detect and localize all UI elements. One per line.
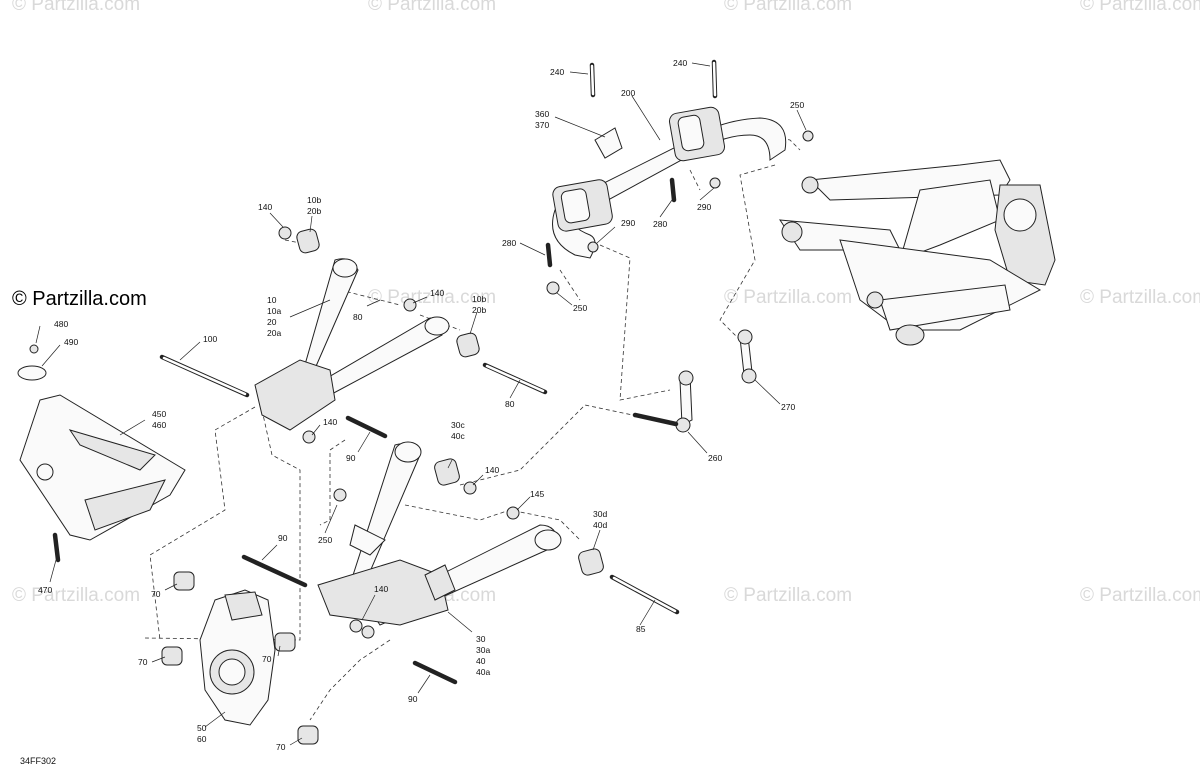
callout-250: 250 [573,303,587,313]
callout-20b: 20b [307,206,321,216]
watermark: © Partzilla.com [724,585,852,606]
callout-140: 140 [374,584,388,594]
callout-100: 100 [203,334,217,344]
callout-40c: 40c [451,431,465,441]
skid-plate [17,344,186,563]
lower-a-arm [241,415,680,685]
callout-30c: 30c [451,420,465,430]
callout-20a: 20a [267,328,281,338]
callout-80: 80 [505,399,515,409]
callout-260: 260 [708,453,722,463]
callout-80: 80 [353,312,363,322]
watermark: © Partzilla.com [724,287,852,308]
callout-30a: 30a [476,645,490,655]
callout-70: 70 [276,742,286,752]
callout-470: 470 [38,585,52,595]
callout-70: 70 [151,589,161,599]
callout-85: 85 [636,624,646,634]
watermark: © Partzilla.com [368,287,496,308]
callout-290: 290 [621,218,635,228]
callout-140: 140 [323,417,337,427]
callout-40d: 40d [593,520,607,530]
callout-490: 490 [64,337,78,347]
watermark: © Partzilla.com [1080,0,1200,15]
callout-480: 480 [54,319,68,329]
sway-bar-assembly [545,59,814,295]
assembly-guide-lines [144,129,801,721]
callouts: 240 240 200 250 360 370 280 290 280 290 … [38,58,804,752]
watermark: © Partzilla.com [724,0,852,15]
callout-250: 250 [790,100,804,110]
callout-250: 250 [318,535,332,545]
callout-290: 290 [697,202,711,212]
callout-10b: 10b [307,195,321,205]
callout-240: 240 [673,58,687,68]
callout-240: 240 [550,67,564,77]
callout-140: 140 [258,202,272,212]
leader-lines [35,62,807,746]
callout-450: 450 [152,409,166,419]
callout-70: 70 [138,657,148,667]
callout-280: 280 [653,219,667,229]
callout-30d: 30d [593,509,607,519]
callout-50: 50 [197,723,207,733]
diagram-code: 34FF302 [20,756,56,766]
sway-bar-links [632,329,757,433]
watermark: © Partzilla.com [1080,287,1200,308]
callout-90: 90 [408,694,418,704]
callout-90: 90 [278,533,288,543]
callout-90: 90 [346,453,356,463]
callout-270: 270 [781,402,795,412]
callout-140: 140 [430,288,444,298]
callout-10: 10 [267,295,277,305]
callout-20: 20 [267,317,277,327]
callout-280: 280 [502,238,516,248]
watermark: © Partzilla.com [1080,585,1200,606]
callout-60: 60 [197,734,207,744]
suspension-assembly-right [779,159,1056,346]
callout-20b: 20b [472,305,486,315]
copyright-notice: © Partzilla.com [12,288,147,310]
callout-370: 370 [535,120,549,130]
callout-40a: 40a [476,667,490,677]
upper-a-arm [159,226,548,444]
knuckle [161,571,319,745]
callout-360: 360 [535,109,549,119]
callout-140: 140 [485,465,499,475]
callout-10b: 10b [472,294,486,304]
callout-200: 200 [621,88,635,98]
callout-145: 145 [530,489,544,499]
watermark: © Partzilla.com [368,0,496,15]
callout-460: 460 [152,420,166,430]
callout-70: 70 [262,654,272,664]
watermark: © Partzilla.com [12,0,140,15]
watermark: © Partzilla.com [12,585,140,606]
callout-40: 40 [476,656,486,666]
callout-30: 30 [476,634,486,644]
callout-10a: 10a [267,306,281,316]
